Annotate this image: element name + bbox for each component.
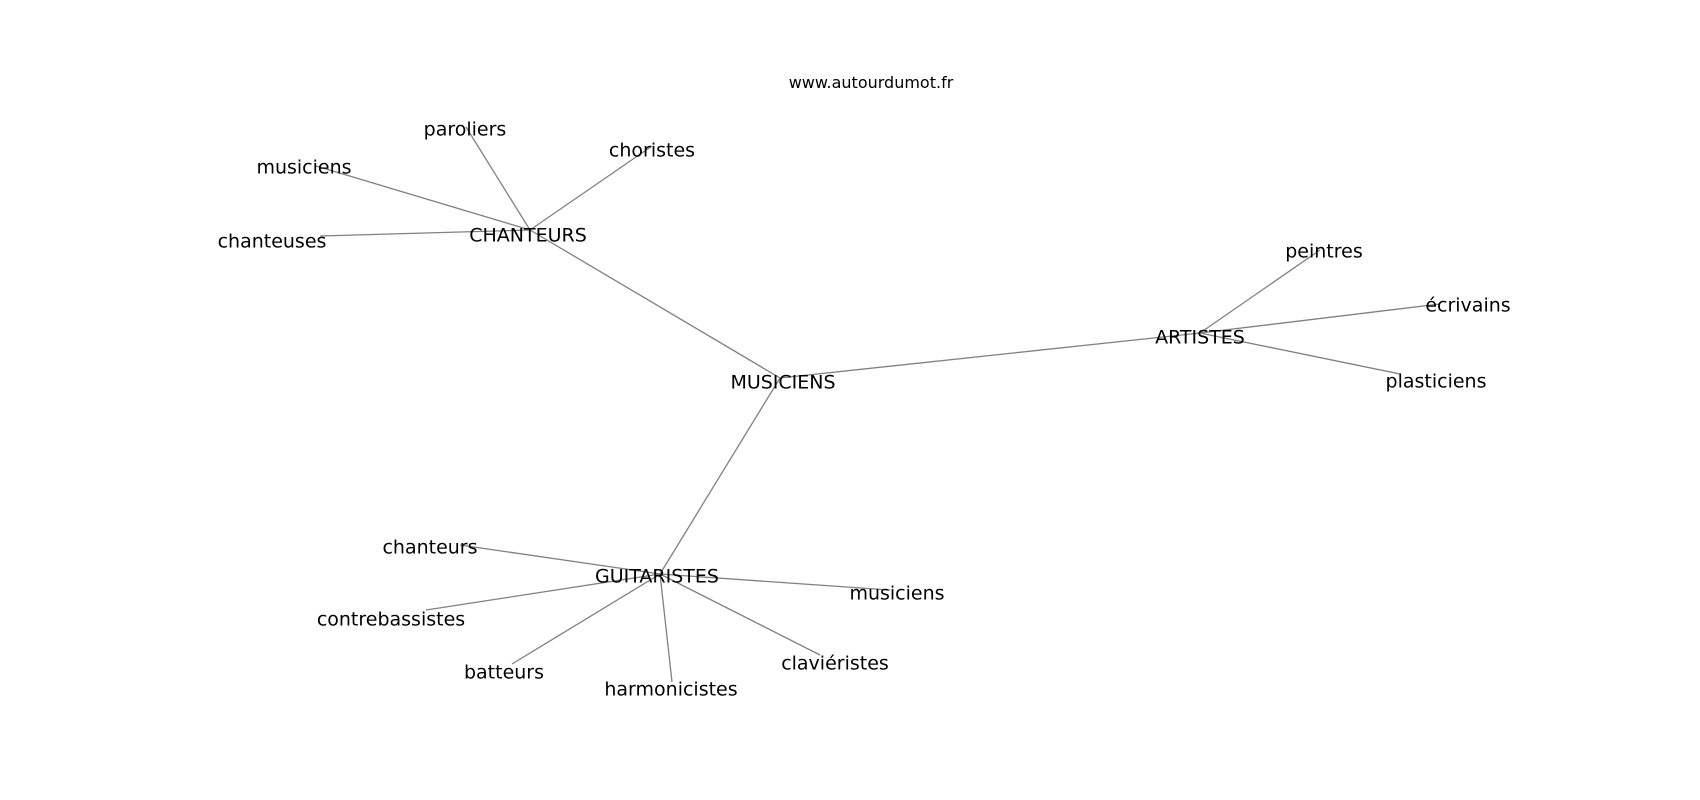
node-ecrivains[interactable]: écrivains	[1425, 295, 1510, 317]
node-musiciens-center[interactable]: MUSICIENS	[730, 372, 835, 394]
graph-labels: MUSICIENS CHANTEURS ARTISTES GUITARISTES par…	[218, 119, 1511, 701]
node-musiciens-a[interactable]: musiciens	[256, 157, 351, 179]
node-chanteurs-hub[interactable]: CHANTEURS	[469, 225, 587, 247]
edge-artistes_hub-plasticiens	[1199, 332, 1401, 375]
node-harmonicistes[interactable]: harmonicistes	[604, 679, 737, 701]
node-plasticiens[interactable]: plasticiens	[1386, 371, 1487, 393]
edge-guitaristes_hub-musiciens_b	[659, 573, 891, 591]
edge-musiciens_center-chanteurs_hub	[529, 229, 781, 379]
node-chanteuses[interactable]: chanteuses	[218, 231, 327, 253]
node-contrebassistes[interactable]: contrebassistes	[317, 609, 465, 631]
edge-guitaristes_hub-batteurs	[511, 573, 661, 665]
node-chanteurs-leaf[interactable]: chanteurs	[382, 537, 477, 559]
edge-guitaristes_hub-harmonicistes	[659, 573, 673, 683]
edge-chanteurs_hub-chanteuses	[319, 229, 531, 237]
node-choristes[interactable]: choristes	[609, 140, 695, 162]
node-peintres[interactable]: peintres	[1285, 241, 1363, 263]
edge-guitaristes_hub-clavieristes	[659, 573, 821, 656]
edge-musiciens_center-guitaristes_hub	[659, 377, 781, 575]
graph-edges	[315, 126, 1441, 683]
node-musiciens-b[interactable]: musiciens	[849, 583, 944, 605]
edge-artistes_hub-peintres	[1199, 249, 1321, 334]
node-paroliers[interactable]: paroliers	[424, 119, 507, 141]
edge-artistes_hub-ecrivains	[1199, 303, 1441, 334]
edge-chanteurs_hub-musiciens_a	[315, 165, 531, 231]
edge-chanteurs_hub-choristes	[529, 145, 653, 231]
edge-guitaristes_hub-chanteurs_leaf	[459, 544, 661, 575]
node-guitaristes-hub[interactable]: GUITARISTES	[595, 566, 719, 588]
edge-guitaristes_hub-contrebassistes	[425, 573, 661, 611]
node-clavieristes[interactable]: claviéristes	[781, 653, 889, 675]
node-batteurs[interactable]: batteurs	[464, 662, 544, 684]
node-artistes-hub[interactable]: ARTISTES	[1155, 327, 1245, 349]
edge-chanteurs_hub-paroliers	[465, 126, 531, 231]
edge-musiciens_center-artistes_hub	[779, 332, 1201, 379]
site-credit: www.autourdumot.fr	[789, 73, 954, 92]
